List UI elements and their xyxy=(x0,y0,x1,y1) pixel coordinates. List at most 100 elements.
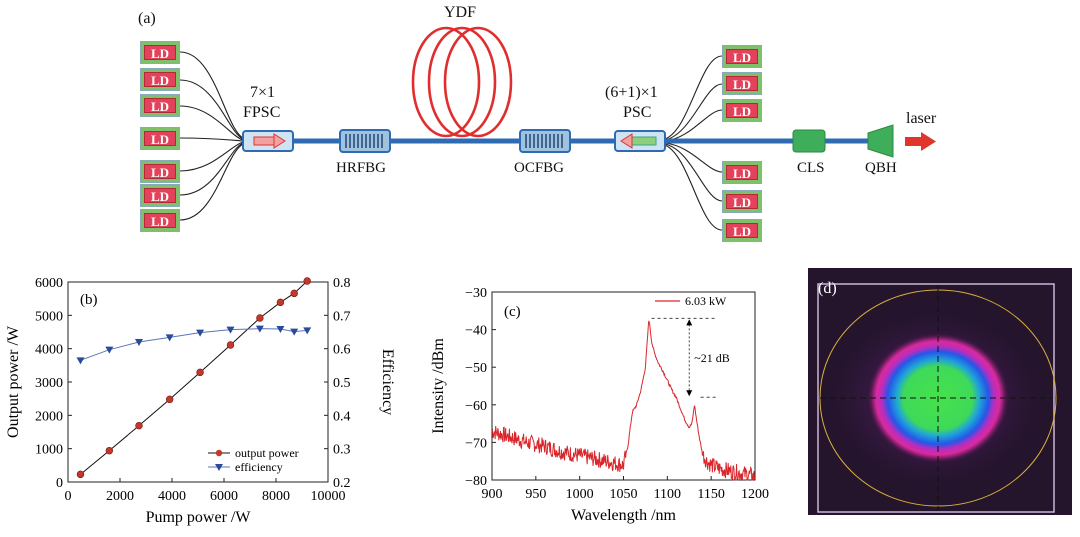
y-tick-label: −50 xyxy=(465,361,487,376)
output-power-point xyxy=(135,421,143,430)
fpsc-label-top: 7×1 xyxy=(250,84,276,101)
arrow-head xyxy=(686,390,693,397)
panel-label-d: (d) xyxy=(818,280,837,297)
x-tick-label: 1100 xyxy=(654,487,681,502)
hrfbg-label: HRFBG xyxy=(336,160,387,176)
panel-label-b: (b) xyxy=(80,292,98,308)
y2-tick-label: 0.4 xyxy=(333,409,351,424)
legend-marker xyxy=(215,464,223,471)
ocfbg-grating xyxy=(519,129,571,153)
laser-diode: LD xyxy=(140,184,180,207)
efficiency-point xyxy=(105,346,114,354)
output-power-point xyxy=(290,289,298,298)
legend-label: 6.03 kW xyxy=(685,294,727,308)
laser-diode: LD xyxy=(140,41,180,64)
efficiency-point xyxy=(290,328,299,336)
output-power-point xyxy=(196,368,204,377)
y-tick-label: −60 xyxy=(465,399,487,414)
output-power-point xyxy=(76,470,85,479)
output-power-point xyxy=(276,298,285,307)
x-tick-label: 950 xyxy=(525,487,546,502)
output-power-line xyxy=(80,280,308,475)
beam-profile-panel: (d) xyxy=(808,268,1072,515)
x-tick-label: 1150 xyxy=(697,487,724,502)
y-tick-label: 2000 xyxy=(35,409,63,424)
laser-diode: LD xyxy=(140,127,180,150)
fiber-layout xyxy=(179,26,936,231)
efficiency-point xyxy=(226,326,235,334)
y2-tick-label: 0.7 xyxy=(333,309,351,324)
panel-label-c: (c) xyxy=(504,304,521,320)
laser-diode: LD xyxy=(722,72,762,95)
qbh-component xyxy=(867,124,894,158)
pump-fibers-right xyxy=(664,55,723,231)
y-tick-label: −80 xyxy=(465,474,487,489)
y-tick-label: 5000 xyxy=(35,309,63,324)
laser-diode: LD xyxy=(140,68,180,91)
laser-diode: LD xyxy=(140,160,180,183)
ydf-coil xyxy=(411,26,513,138)
legend-label: efficiency xyxy=(235,460,283,474)
y-axis-label: Output power /W xyxy=(5,325,22,438)
y2-tick-label: 0.3 xyxy=(333,443,351,458)
x-tick-label: 900 xyxy=(482,487,503,502)
ocfbg-label: OCFBG xyxy=(514,160,565,176)
laser-diode: LD xyxy=(722,219,762,242)
plot-frame xyxy=(491,291,756,481)
x-axis-label: Wavelength /nm xyxy=(571,507,676,524)
y-tick-label: −70 xyxy=(465,436,487,451)
efficiency-line xyxy=(80,328,308,361)
x-axis-label: Pump power /W xyxy=(146,509,252,526)
laser-diode: LD xyxy=(722,161,762,184)
x-tick-label: 4000 xyxy=(158,489,186,504)
ydf-label: YDF xyxy=(444,4,477,21)
qbh-label: QBH xyxy=(865,160,897,176)
y2-axis-label: Efficiency xyxy=(379,349,396,415)
panel-label-a: (a) xyxy=(138,10,156,27)
cls-component xyxy=(792,129,826,153)
laser-diode: LD xyxy=(722,99,762,122)
y2-tick-label: 0.6 xyxy=(333,343,351,358)
y-tick-label: −30 xyxy=(465,286,487,301)
pump-fibers-left xyxy=(179,51,244,221)
y-tick-label: 3000 xyxy=(35,376,63,391)
schematic-panel: (a) xyxy=(0,0,1080,260)
hrfbg-grating xyxy=(339,129,391,153)
laser-arrow xyxy=(905,132,936,151)
efficiency-point xyxy=(196,329,205,337)
efficiency-point xyxy=(276,326,285,333)
y2-tick-label: 0.5 xyxy=(333,376,351,391)
output-power-point xyxy=(303,277,311,285)
laser-diode: LD xyxy=(722,45,762,68)
fpsc-component xyxy=(242,130,294,152)
laser-diode: LD xyxy=(140,94,180,117)
laser-diode: LD xyxy=(722,190,762,213)
output-power-point xyxy=(226,341,235,349)
legend-label: output power xyxy=(235,446,299,460)
difference-annotation: ~21 dB xyxy=(694,351,730,365)
y-tick-label: 1000 xyxy=(35,443,63,458)
output-power-point xyxy=(105,446,114,455)
arrow-head xyxy=(686,319,693,326)
y-tick-label: −40 xyxy=(465,324,487,339)
psc-label-top: (6+1)×1 xyxy=(605,84,658,101)
efficiency-point xyxy=(134,339,143,346)
x-tick-label: 6000 xyxy=(210,489,238,504)
x-tick-label: 8000 xyxy=(262,489,290,504)
legend-marker xyxy=(215,449,223,457)
psc-component xyxy=(614,130,666,152)
efficiency-point xyxy=(76,357,85,365)
psc-label: PSC xyxy=(623,104,652,121)
x-tick-label: 1000 xyxy=(566,487,594,502)
laser-label: laser xyxy=(906,110,937,127)
y-axis-label: Intensity /dBm xyxy=(430,338,447,434)
y2-tick-label: 0.2 xyxy=(333,476,351,491)
efficiency-point xyxy=(165,334,174,342)
fpsc-label: FPSC xyxy=(243,104,281,121)
efficiency-point xyxy=(255,325,264,333)
y-tick-label: 6000 xyxy=(35,276,63,291)
cls-label: CLS xyxy=(797,160,825,176)
y-tick-label: 0 xyxy=(56,476,63,491)
